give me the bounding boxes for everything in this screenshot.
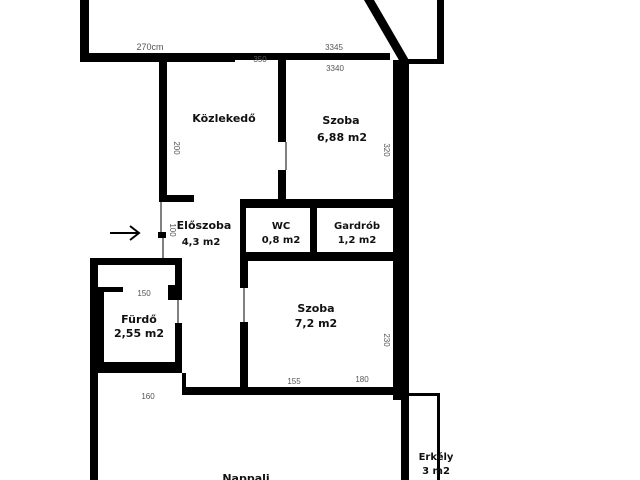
wall-furdo-inner-bottom [98,362,175,368]
wall-erkely-right [437,393,440,480]
wall-furdo-inner-left [98,287,104,367]
wall-szoba2-left-upper [240,252,248,288]
wall-nappali-top-right-b [182,387,240,395]
wall-szoba2-bottom [240,387,400,395]
dim-top-left-width: 270cm [136,42,163,52]
openings [160,142,287,323]
wall-szoba2-left-lower [240,322,248,394]
wall-right-exterior-lower [401,400,409,480]
wall-exterior-left [90,258,98,480]
dim-furdo-width: 150 [137,289,151,298]
wall-furdo-right-lower [175,323,182,373]
dim-corridor-len: 200 [172,141,181,155]
wall-shaft-bottom [408,59,444,64]
dim-top-right-b: 3345 [325,43,343,52]
room-name-eloszoba: Előszoba [177,219,232,232]
room-name-gardrob: Gardrób [334,220,380,232]
room-area-eloszoba: 4,3 m2 [182,237,221,248]
wall-shaft-right [437,0,444,64]
walls [80,0,444,480]
wall-furdo-inner-right [168,285,175,300]
room-name-nappali: Nappali [222,472,269,480]
room-name-erkely: Erkély [419,451,454,463]
dim-szoba2-bottom-a: 155 [287,377,301,386]
dim-door-width: 100 [168,223,177,237]
room-area-wc: 0,8 m2 [262,235,301,246]
wall-erkely-top [408,393,440,396]
wall-top-left-room-left [80,0,89,60]
wall-right-exterior [393,60,409,400]
room-name-szoba1: Szoba [322,114,359,127]
wall-nappali-top [98,367,182,373]
wall-nappali-top-right [182,373,186,393]
room-area-erkely: 3 m2 [422,466,450,477]
dim-nappali-top: 160 [141,392,155,401]
wall-furdo-inner-top [98,287,123,292]
wall-wc-gardrob-divider [310,208,317,252]
dim-top-right-c: 3340 [326,64,344,73]
wall-furdo-top [90,258,182,265]
room-name-szoba2: Szoba [297,302,334,315]
wall-eloszoba-left-lower [158,232,166,238]
wall-szoba1-left-lower [278,170,286,202]
room-name-kozlekedo: Közlekedő [192,112,256,125]
wall-corridor-left-return [159,195,194,202]
wall-above-wc [240,199,400,208]
dim-szoba2-bottom-b: 180 [355,375,369,384]
wall-diagonal-shaft [364,0,410,62]
room-area-szoba1: 6,88 m2 [317,131,367,144]
room-area-szoba2: 7,2 m2 [295,317,337,330]
room-area-gardrob: 1,2 m2 [338,235,377,246]
wall-corridor-left [159,62,167,202]
dim-top-right-a: 350 [253,55,267,64]
room-area-furdo: 2,55 m2 [114,327,164,340]
dim-szoba2-side: 230 [382,333,391,347]
wall-furdo-right-upper [175,258,182,300]
wall-wc-left [240,208,246,252]
entrance-arrow-icon [110,225,141,241]
wall-below-wc [240,252,400,261]
wall-szoba1-left-upper [278,60,286,142]
room-name-wc: WC [272,221,290,232]
dim-szoba1-side: 320 [382,143,391,157]
wall-top-left-room-bottom [80,53,235,62]
room-name-furdo: Fürdő [121,313,157,326]
wall-upper-horizontal [230,53,390,60]
